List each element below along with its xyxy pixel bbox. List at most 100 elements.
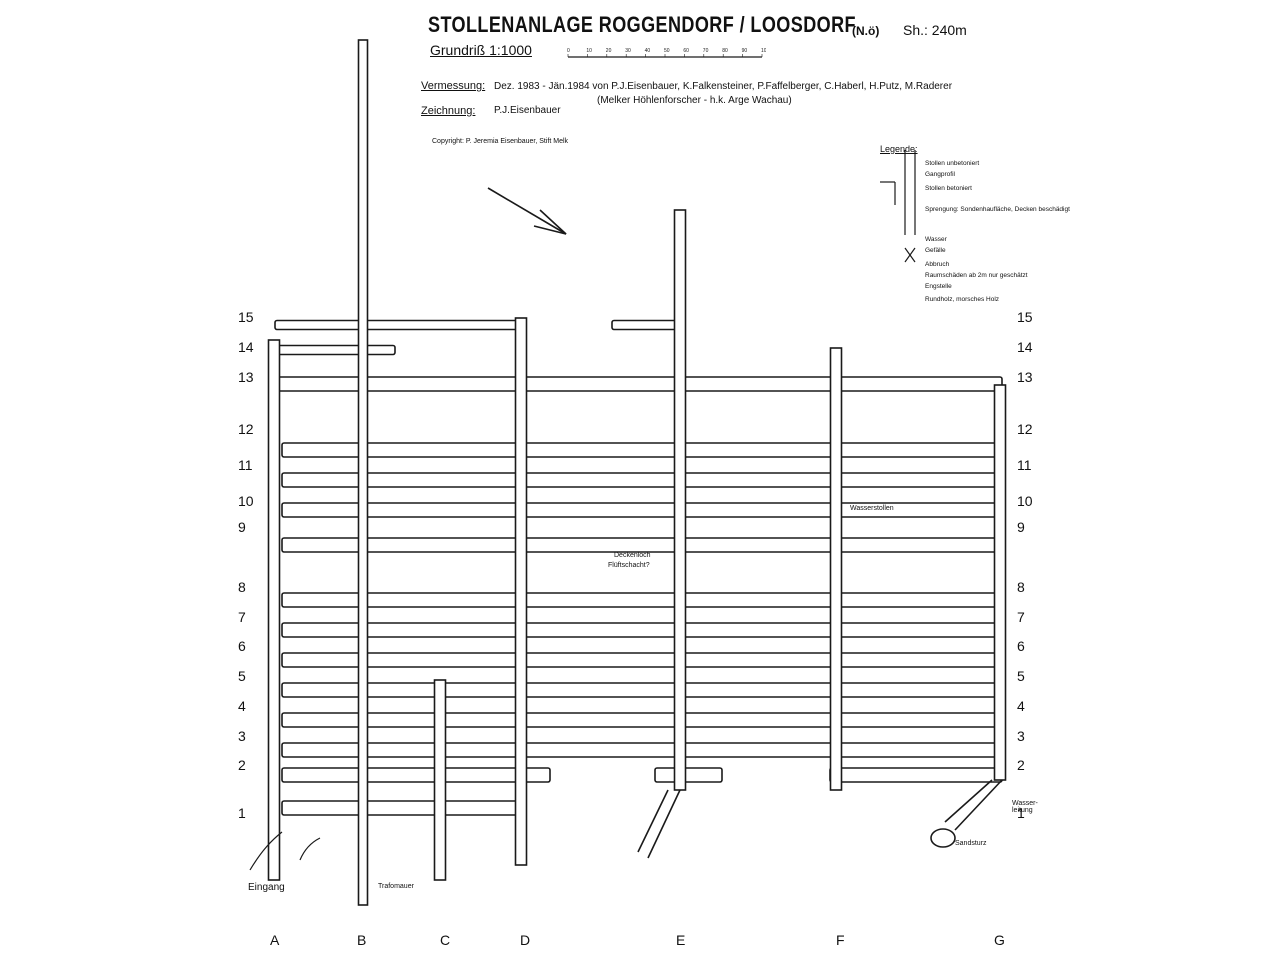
row-label-right: 15 (1017, 309, 1033, 325)
legend-item: Engstelle (925, 283, 952, 290)
row-label-left: 13 (238, 369, 254, 385)
gallery (274, 376, 1003, 392)
column-label: E (676, 932, 686, 948)
legend-item: Sprengung: Sondenhaufläche, Decken besch… (925, 206, 1070, 213)
row-label-left: 11 (238, 457, 253, 473)
gallery (281, 592, 1003, 608)
gallery (281, 742, 1003, 758)
row-label-left: 9 (238, 519, 246, 535)
gallery (281, 652, 1003, 668)
legend-item: Stollen betoniert (925, 185, 972, 192)
legend-item: Raumschäden ab 2m nur geschätzt (925, 272, 1028, 279)
row-label-left: 15 (238, 309, 254, 325)
copyright: Copyright: P. Jeremia Eisenbauer, Stift … (432, 138, 569, 145)
water-pipe-label: Wasser-leitung (1012, 800, 1038, 814)
gallery (281, 502, 1003, 518)
north-arrow-icon (487, 187, 567, 235)
gallery (281, 767, 551, 783)
row-label-right: 5 (1017, 668, 1025, 684)
map-title-suffix: (N.ö) (852, 24, 880, 38)
survey-text: Dez. 1983 - Jän.1984 von P.J.Eisenbauer,… (494, 81, 953, 92)
north-arrow-head (533, 209, 567, 235)
row-label-right: 4 (1017, 698, 1025, 714)
drawing-label: Zeichnung: (421, 105, 476, 117)
transformer-wall-label: Trafomauer (378, 883, 414, 890)
sandsturz-pile (930, 828, 956, 848)
legend-item: Stollen unbetoniert (925, 160, 980, 167)
stollen (357, 39, 369, 906)
gallery (281, 800, 526, 816)
gallery (281, 537, 1003, 553)
gallery (274, 319, 526, 331)
diagonal-shaft-g2 (944, 779, 993, 823)
legend-item: Gangprofil (925, 171, 955, 178)
survey-organization: (Melker Höhlenforscher - h.k. Arge Wacha… (597, 95, 792, 106)
sandslide-label: Sandsturz (955, 840, 987, 847)
row-label-left: 2 (238, 757, 246, 773)
scale-tick: 20 (606, 48, 612, 54)
scale-tick: 10 (586, 48, 592, 54)
row-label-right: 9 (1017, 519, 1025, 535)
row-label-right: 6 (1017, 638, 1025, 654)
scale-tick: 0 (567, 48, 570, 54)
legend-item: Abbruch (925, 261, 950, 268)
scale-tick: 100m (761, 48, 766, 54)
gallery (281, 682, 1003, 698)
row-label-left: 1 (238, 805, 246, 821)
column-label: A (270, 932, 280, 948)
map-title: STOLLENANLAGE ROGGENDORF / LOOSDORF (428, 12, 856, 37)
gallery (611, 319, 679, 331)
row-label-right: 10 (1017, 493, 1033, 509)
legend-item: Rundholz, morsches Holz (925, 296, 1000, 303)
stollen (993, 384, 1007, 781)
entrance-label: Eingang (248, 882, 285, 893)
row-label-right: 14 (1017, 339, 1033, 355)
stollen (267, 339, 281, 881)
gallery (654, 767, 723, 783)
gallery (281, 622, 1003, 638)
stollen (673, 209, 687, 791)
ceiling-hole-label: Deckenloch (614, 552, 651, 559)
scale-tick: 30 (625, 48, 631, 54)
row-label-left: 6 (238, 638, 246, 654)
row-label-left: 7 (238, 609, 246, 625)
row-label-left: 12 (238, 421, 254, 437)
scale-tick: 90 (742, 48, 748, 54)
gallery (281, 712, 1003, 728)
row-label-left: 5 (238, 668, 246, 684)
elevation-label: Sh.: 240m (903, 22, 967, 38)
legend-item: Wasser (925, 236, 947, 243)
row-label-right: 3 (1017, 728, 1025, 744)
scale-bar: 0102030405060708090100m (567, 48, 766, 58)
shaft-label: Flüftschacht? (608, 562, 650, 569)
row-label-right: 8 (1017, 579, 1025, 595)
tunnel-extras (249, 150, 1003, 871)
scale-label: Grundriß 1:1000 (430, 42, 532, 58)
legend-title: Legende: (880, 144, 918, 154)
row-label-left: 10 (238, 493, 254, 509)
column-label: D (520, 932, 531, 948)
scale-tick: 70 (703, 48, 709, 54)
gallery (274, 344, 396, 356)
gallery (829, 767, 1003, 783)
column-label: B (357, 932, 367, 948)
survey-label: Vermessung: (421, 80, 486, 92)
legend-item: Gefälle (925, 247, 946, 254)
gallery (281, 472, 1003, 488)
diagonal-shaft-e (647, 789, 681, 859)
column-label: F (836, 932, 845, 948)
row-label-right: 12 (1017, 421, 1033, 437)
row-label-left: 3 (238, 728, 246, 744)
diagonal-shaft-e2 (637, 789, 669, 853)
row-label-right: 13 (1017, 369, 1033, 385)
stollen (433, 679, 447, 881)
row-label-right: 11 (1017, 457, 1032, 473)
stollen (514, 317, 528, 866)
water-tunnel-label: Wasserstollen (850, 505, 894, 512)
row-label-right: 2 (1017, 757, 1025, 773)
row-label-left: 4 (238, 698, 246, 714)
scale-tick: 40 (645, 48, 651, 54)
column-label: C (440, 932, 451, 948)
tunnel-grid (267, 39, 1007, 906)
